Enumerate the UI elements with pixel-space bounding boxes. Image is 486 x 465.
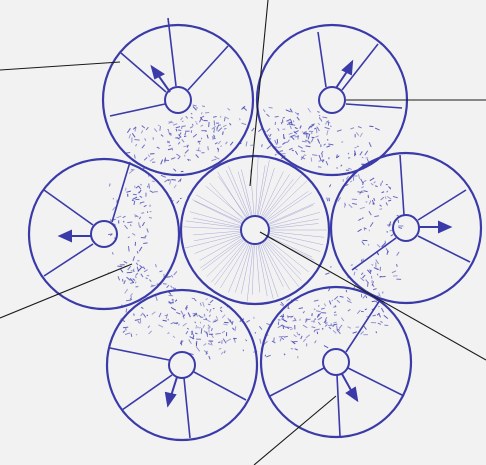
stipple-fleck [268,135,270,136]
stipple-fleck [363,182,364,185]
stipple-fleck [269,107,273,108]
stipple-fleck [345,203,346,206]
stipple-fleck [197,123,198,125]
stipple-fleck [297,114,299,115]
stipple-fleck [330,267,331,268]
stipple-fleck [287,316,288,319]
stipple-fleck [205,112,209,113]
stipple-fleck [149,217,152,218]
stipple-fleck [208,146,209,150]
stipple-fleck [151,285,154,286]
stipple-fleck [223,131,224,134]
stipple-fleck [209,122,210,127]
stipple-fleck [376,331,377,333]
stipple-fleck [179,324,180,326]
stipple-fleck [371,270,372,272]
stipple-fleck [196,343,197,345]
stipple-fleck [337,326,338,331]
stipple-fleck [160,126,161,131]
stipple-fleck [158,125,160,126]
stipple-fleck [192,124,193,126]
stipple-fleck [196,325,197,328]
stipple-fleck [131,334,132,337]
stipple-fleck [123,327,128,328]
stipple-fleck [279,151,283,152]
stipple-fleck [166,277,170,278]
stipple-fleck [243,350,244,351]
stipple-fleck [212,137,215,138]
stipple-fleck [398,220,399,223]
stipple-fleck [117,266,122,267]
stipple-fleck [165,315,168,316]
stipple-fleck [212,138,215,139]
stipple-fleck [318,167,321,168]
stipple-fleck [204,314,205,317]
stipple-fleck [366,202,368,203]
stipple-fleck [368,196,369,198]
stipple-fleck [184,155,185,156]
stipple-fleck [291,349,293,350]
stipple-fleck [174,323,177,324]
stipple-fleck [364,228,365,231]
stipple-fleck [201,112,202,114]
stipple-fleck [113,198,114,199]
stipple-fleck [196,121,197,122]
stipple-fleck [146,278,148,279]
stipple-fleck [143,243,147,244]
stipple-fleck [262,144,263,147]
stipple-fleck [172,148,173,151]
stipple-fleck [319,305,320,307]
stipple-fleck [182,126,186,127]
stipple-fleck [378,306,380,307]
stipple-fleck [132,200,134,201]
stipple-fleck [224,128,227,129]
stipple-fleck [369,126,373,127]
stipple-fleck [173,287,174,289]
stipple-fleck [281,122,282,124]
stipple-fleck [334,312,336,313]
stipple-fleck [351,265,353,266]
stipple-fleck [126,152,130,153]
stipple-fleck [379,209,382,210]
stipple-fleck [169,145,171,146]
stipple-fleck [275,116,279,117]
stipple-fleck [178,130,181,131]
stipple-fleck [172,180,176,181]
stipple-fleck [302,132,304,133]
stipple-fleck [126,300,131,301]
stipple-fleck [287,327,291,328]
stipple-fleck [138,192,139,194]
stipple-fleck [292,150,294,151]
stipple-fleck [239,118,240,120]
stipple-fleck [302,141,307,142]
stipple-fleck [303,133,306,134]
stipple-fleck [134,139,139,140]
stipple-fleck [322,162,324,163]
stipple-fleck [293,320,297,321]
stipple-fleck [311,158,312,162]
stipple-fleck [202,106,205,107]
stipple-fleck [224,351,225,354]
stipple-fleck [275,154,277,155]
stipple-fleck [127,222,132,223]
stipple-fleck [218,342,220,343]
stipple-fleck [372,301,376,302]
stipple-fleck [220,116,221,117]
stipple-fleck [218,125,221,126]
stipple-fleck [371,276,372,279]
stipple-fleck [333,307,335,308]
stipple-fleck [109,184,110,187]
stipple-fleck [284,336,288,337]
